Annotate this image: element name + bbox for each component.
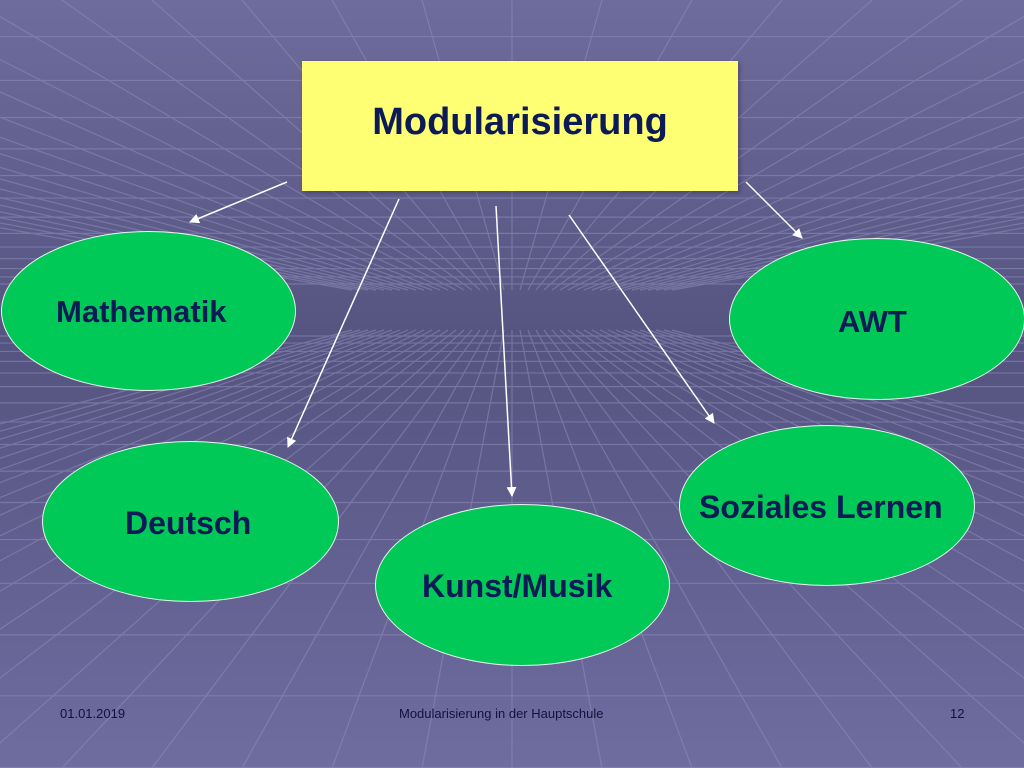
node-deutsch — [42, 441, 339, 602]
node-awt — [729, 238, 1024, 400]
node-deutsch-label: Deutsch — [125, 505, 252, 541]
footer-center: Modularisierung in der Hauptschule — [399, 706, 604, 721]
diagram-title: Modularisierung — [372, 100, 668, 143]
node-mathematik — [1, 231, 296, 391]
footer-page: 12 — [950, 706, 965, 721]
title-box: Modularisierung — [302, 61, 738, 191]
node-kunst-label: Kunst/Musik — [422, 568, 613, 604]
node-kunst — [375, 504, 670, 666]
node-awt-label: AWT — [838, 304, 907, 339]
footer-date: 01.01.2019 — [60, 706, 126, 721]
node-mathematik-label: Mathematik — [56, 294, 227, 329]
node-soziales — [679, 425, 975, 586]
node-soziales-label: Soziales Lernen — [699, 489, 943, 525]
